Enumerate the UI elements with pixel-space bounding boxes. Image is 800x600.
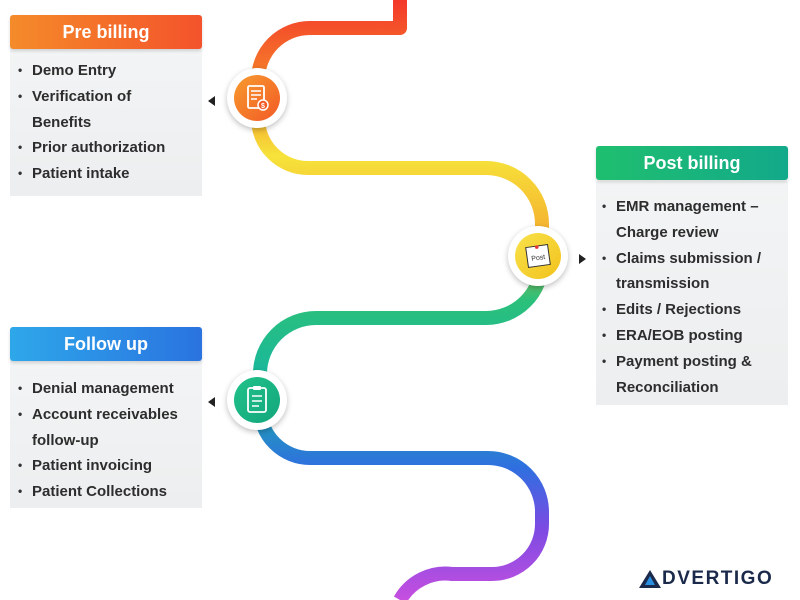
post-billing-header: Post billing (596, 146, 788, 180)
list-item: Payment posting & Reconciliation (596, 349, 790, 401)
pre-billing-list: Demo Entry Verification of Benefits Prio… (12, 58, 202, 187)
follow-up-header: Follow up (10, 327, 202, 361)
triangle-a-logo-icon (639, 570, 661, 588)
pre-billing-header: Pre billing (10, 15, 202, 49)
billing-document-icon: $ (247, 85, 269, 111)
pre-billing-node: $ (227, 68, 287, 128)
list-item: Patient Collections (12, 479, 204, 505)
list-item: Patient intake (12, 161, 202, 187)
svg-text:$: $ (261, 103, 265, 110)
list-item: ERA/EOB posting (596, 323, 790, 349)
list-item: Claims submission / transmission (596, 246, 790, 298)
post-billing-node: Post (508, 226, 568, 286)
list-item: Patient invoicing (12, 453, 204, 479)
post-icon-label: Post (531, 254, 546, 263)
list-item: EMR management – Charge review (596, 194, 790, 246)
pointer-arrow-left-icon (208, 96, 215, 106)
list-item: Account receivables follow-up (12, 402, 204, 454)
follow-up-list: Denial management Account receivables fo… (12, 376, 204, 505)
brand-logo: DVERTIGO (638, 568, 773, 590)
sticky-note-post-icon: Post (525, 244, 551, 268)
list-item: Denial management (12, 376, 204, 402)
brand-name: DVERTIGO (662, 568, 774, 589)
checklist-icon (247, 386, 267, 413)
follow-up-node (227, 370, 287, 430)
pointer-arrow-right-icon (579, 254, 586, 264)
list-item: Demo Entry (12, 58, 202, 84)
list-item: Verification of Benefits (12, 84, 202, 136)
list-item: Edits / Rejections (596, 297, 790, 323)
post-billing-list: EMR management – Charge review Claims su… (596, 194, 790, 400)
list-item: Prior authorization (12, 135, 202, 161)
pointer-arrow-left-icon (208, 397, 215, 407)
